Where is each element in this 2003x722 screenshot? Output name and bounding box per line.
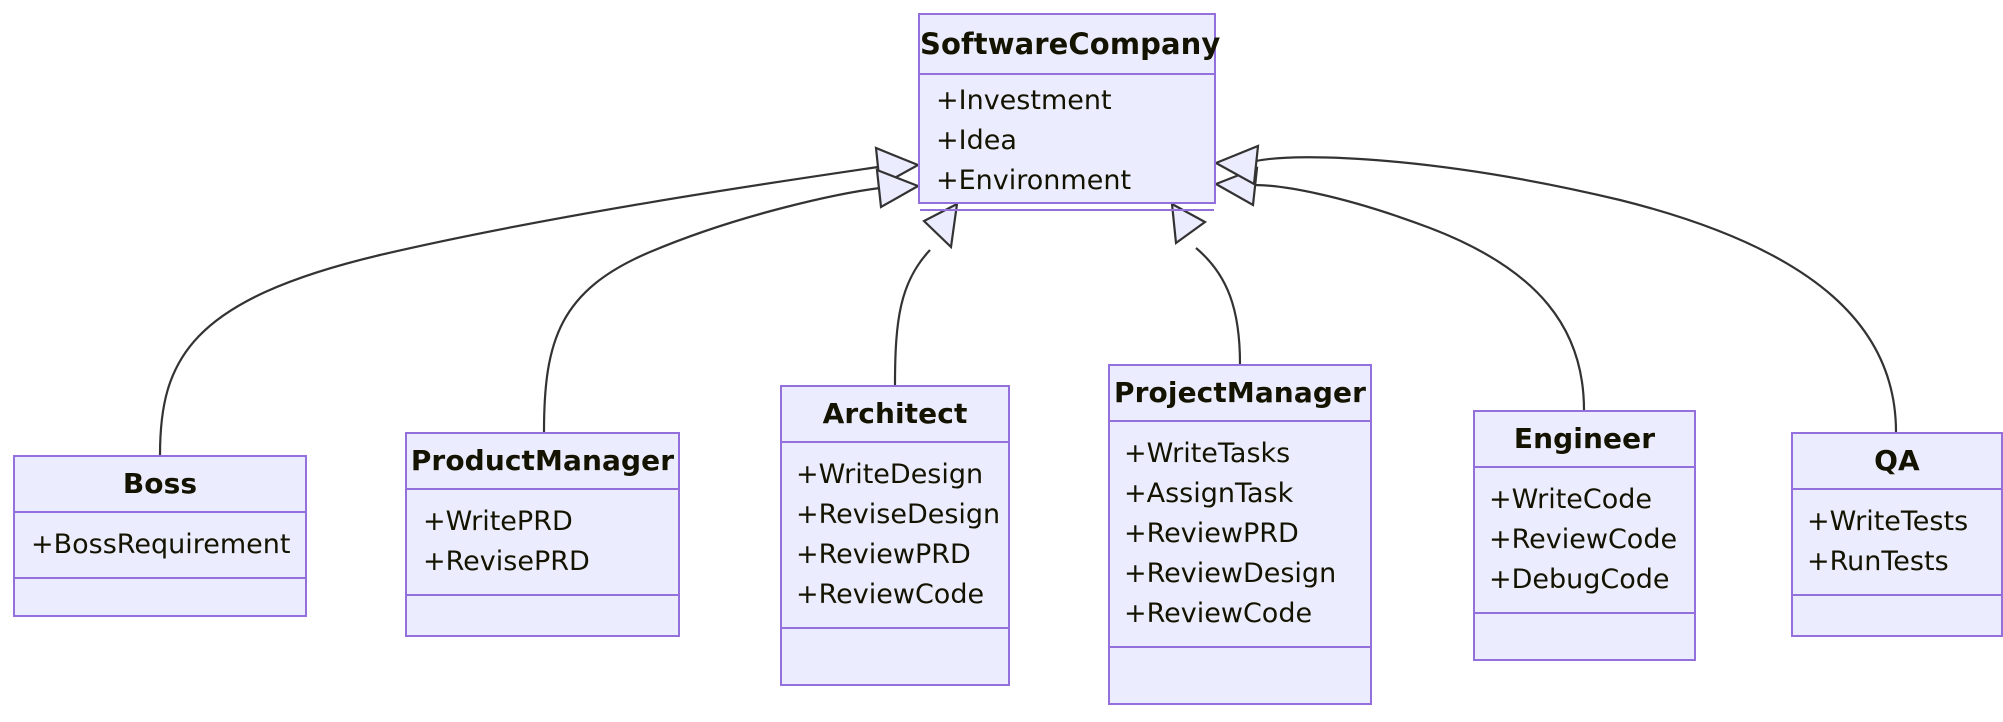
attribute-row: +ReviewCode bbox=[796, 579, 985, 610]
class-divider bbox=[15, 511, 305, 513]
attribute-row: +Environment bbox=[936, 165, 1132, 196]
attribute-row: +Idea bbox=[936, 125, 1017, 156]
class-divider bbox=[1110, 646, 1370, 648]
class-divider bbox=[1793, 488, 2001, 490]
attribute-row: +WriteDesign bbox=[796, 459, 984, 490]
attribute-row: +WritePRD bbox=[423, 506, 573, 537]
class-divider bbox=[920, 73, 1214, 75]
class-node-qa[interactable]: QA +WriteTests +RunTests bbox=[1791, 432, 2003, 637]
class-title-productmanager: ProductManager bbox=[410, 444, 675, 477]
class-title-qa: QA bbox=[1874, 444, 1920, 477]
class-methods-boss bbox=[15, 579, 305, 599]
class-attributes-architect: +WriteDesign +ReviseDesign +ReviewPRD +R… bbox=[782, 443, 1008, 627]
attribute-row: +ReviseDesign bbox=[796, 499, 1001, 530]
class-node-softwarecompany[interactable]: SoftwareCompany +Investment +Idea +Envir… bbox=[918, 13, 1221, 211]
class-methods-engineer bbox=[1475, 614, 1694, 634]
class-title-softwarecompany: SoftwareCompany bbox=[920, 27, 1221, 61]
class-attributes-productmanager: +WritePRD +RevisePRD bbox=[407, 490, 678, 594]
attribute-row: +ReviewCode bbox=[1124, 598, 1313, 629]
attribute-row: +RunTests bbox=[1807, 546, 1949, 577]
edge-productmanager-to-softwarecompany bbox=[542, 168, 921, 433]
class-title-boss: Boss bbox=[122, 467, 198, 500]
class-node-productmanager[interactable]: ProductManager +WritePRD +RevisePRD bbox=[405, 432, 680, 637]
attribute-row: +ReviewPRD bbox=[796, 539, 971, 570]
edge-qa-to-softwarecompany bbox=[1213, 144, 1898, 433]
attribute-row: +BossRequirement bbox=[31, 529, 291, 560]
class-divider bbox=[407, 594, 678, 596]
class-title-projectmanager: ProjectManager bbox=[1114, 376, 1366, 409]
attribute-row: +WriteTests bbox=[1807, 506, 1969, 537]
class-node-boss[interactable]: Boss +BossRequirement bbox=[13, 455, 307, 617]
attribute-row: +ReviewCode bbox=[1489, 524, 1678, 555]
class-divider bbox=[15, 577, 305, 579]
attribute-row: +DebugCode bbox=[1489, 564, 1670, 595]
class-divider bbox=[1793, 594, 2001, 596]
class-node-projectmanager[interactable]: ProjectManager +WriteTasks +AssignTask +… bbox=[1108, 364, 1372, 705]
attribute-row: +Investment bbox=[936, 85, 1112, 116]
attribute-row: +WriteTasks bbox=[1124, 438, 1291, 469]
attribute-row: +ReviewPRD bbox=[1124, 518, 1299, 549]
class-divider bbox=[1475, 612, 1694, 614]
class-title-architect: Architect bbox=[822, 397, 968, 430]
edge-architect-to-softwarecompany bbox=[893, 202, 959, 386]
class-node-engineer[interactable]: Engineer +WriteCode +ReviewCode +DebugCo… bbox=[1473, 410, 1696, 661]
class-divider bbox=[1110, 420, 1370, 422]
attribute-row: +RevisePRD bbox=[423, 546, 590, 577]
class-methods-architect bbox=[782, 629, 1008, 649]
class-attributes-qa: +WriteTests +RunTests bbox=[1793, 490, 2001, 594]
class-divider bbox=[782, 441, 1008, 443]
class-methods-productmanager bbox=[407, 596, 678, 616]
class-divider bbox=[407, 488, 678, 490]
attribute-row: +WriteCode bbox=[1489, 484, 1653, 515]
attribute-row: +AssignTask bbox=[1124, 478, 1294, 509]
class-attributes-boss: +BossRequirement bbox=[15, 513, 305, 577]
class-attributes-engineer: +WriteCode +ReviewCode +DebugCode bbox=[1475, 468, 1694, 612]
class-divider bbox=[920, 209, 1214, 211]
class-node-architect[interactable]: Architect +WriteDesign +ReviseDesign +Re… bbox=[780, 385, 1010, 686]
class-title-engineer: Engineer bbox=[1513, 422, 1656, 455]
class-divider bbox=[1475, 466, 1694, 468]
class-methods-projectmanager bbox=[1110, 648, 1370, 668]
class-attributes-softwarecompany: +Investment +Idea +Environment bbox=[920, 75, 1214, 209]
attribute-row: +ReviewDesign bbox=[1124, 558, 1337, 589]
class-divider bbox=[782, 627, 1008, 629]
edge-projectmanager-to-softwarecompany bbox=[1170, 202, 1242, 365]
class-methods-softwarecompany bbox=[920, 211, 1214, 229]
class-attributes-projectmanager: +WriteTasks +AssignTask +ReviewPRD +Revi… bbox=[1110, 422, 1370, 646]
class-methods-qa bbox=[1793, 596, 2001, 616]
